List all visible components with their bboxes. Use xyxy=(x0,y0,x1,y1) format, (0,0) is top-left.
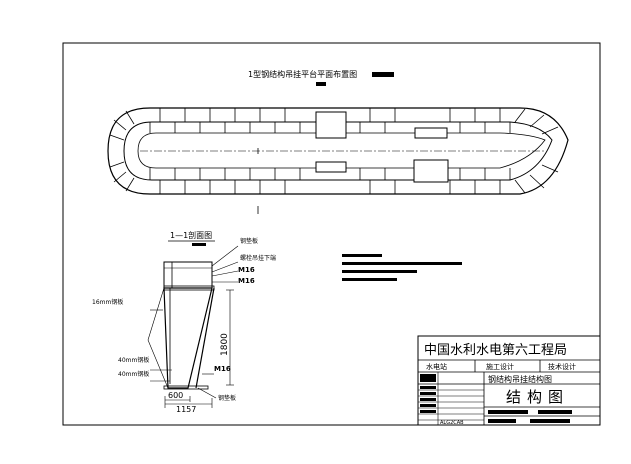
label-m16-a: M16 xyxy=(238,266,255,274)
label-plate-40b: 40mm钢板 xyxy=(118,370,149,378)
dim-total: 1157 xyxy=(176,405,196,414)
label-m16-b: M16 xyxy=(238,277,255,285)
section-view: 1—1剖面图 钢垫板 螺栓吊挂下端 M16 M16 xyxy=(92,230,276,414)
label-plate-16: 16mm钢板 xyxy=(92,298,123,306)
label-top-plate: 钢垫板 xyxy=(240,237,258,245)
plan-ribs-top xyxy=(149,108,511,133)
plan-title-redaction xyxy=(372,72,394,77)
section-body xyxy=(163,287,213,389)
drawing-code: ALG2CAB xyxy=(440,420,464,426)
label-m16-c: M16 xyxy=(214,365,231,373)
plan-walkway-outline xyxy=(137,132,546,169)
top-box xyxy=(163,261,213,289)
dim-height: 1800 xyxy=(220,333,230,356)
section-scale-mark xyxy=(192,243,206,246)
hanger-rod xyxy=(195,287,215,389)
dim-bottom: 600 xyxy=(168,391,183,400)
label-bottom-plate: 钢垫板 xyxy=(218,394,236,402)
plan-outer-outline xyxy=(107,107,569,195)
tb-row1-b: 施工设计 xyxy=(486,362,514,371)
company-name: 中国水利水电第六工程局 xyxy=(424,343,567,358)
tb-row1-c: 技术设计 xyxy=(548,362,576,371)
drawing-name: 钢结构吊挂结构图 xyxy=(488,374,552,384)
title-block: 中国水利水电第六工程局 水电站 施工设计 技术设计 钢结构吊挂结构图 结构图 A… xyxy=(417,335,601,426)
label-plate-40a: 40mm钢板 xyxy=(118,356,149,364)
plan-view: 1型钢结构吊挂平台平面布置图 xyxy=(107,69,569,214)
plan-ribs-bottom xyxy=(149,168,511,194)
section-title: 1—1剖面图 xyxy=(170,230,212,240)
notes-block xyxy=(342,254,462,281)
drawing-type: 结构图 xyxy=(506,388,569,406)
plan-scale-mark xyxy=(316,82,326,86)
tb-row1-a: 水电站 xyxy=(426,362,447,371)
label-hanger-bolt: 螺栓吊挂下端 xyxy=(240,254,276,262)
plan-title: 1型钢结构吊挂平台平面布置图 xyxy=(248,69,357,79)
sheet-border xyxy=(62,42,601,426)
plan-boxes xyxy=(315,111,449,183)
